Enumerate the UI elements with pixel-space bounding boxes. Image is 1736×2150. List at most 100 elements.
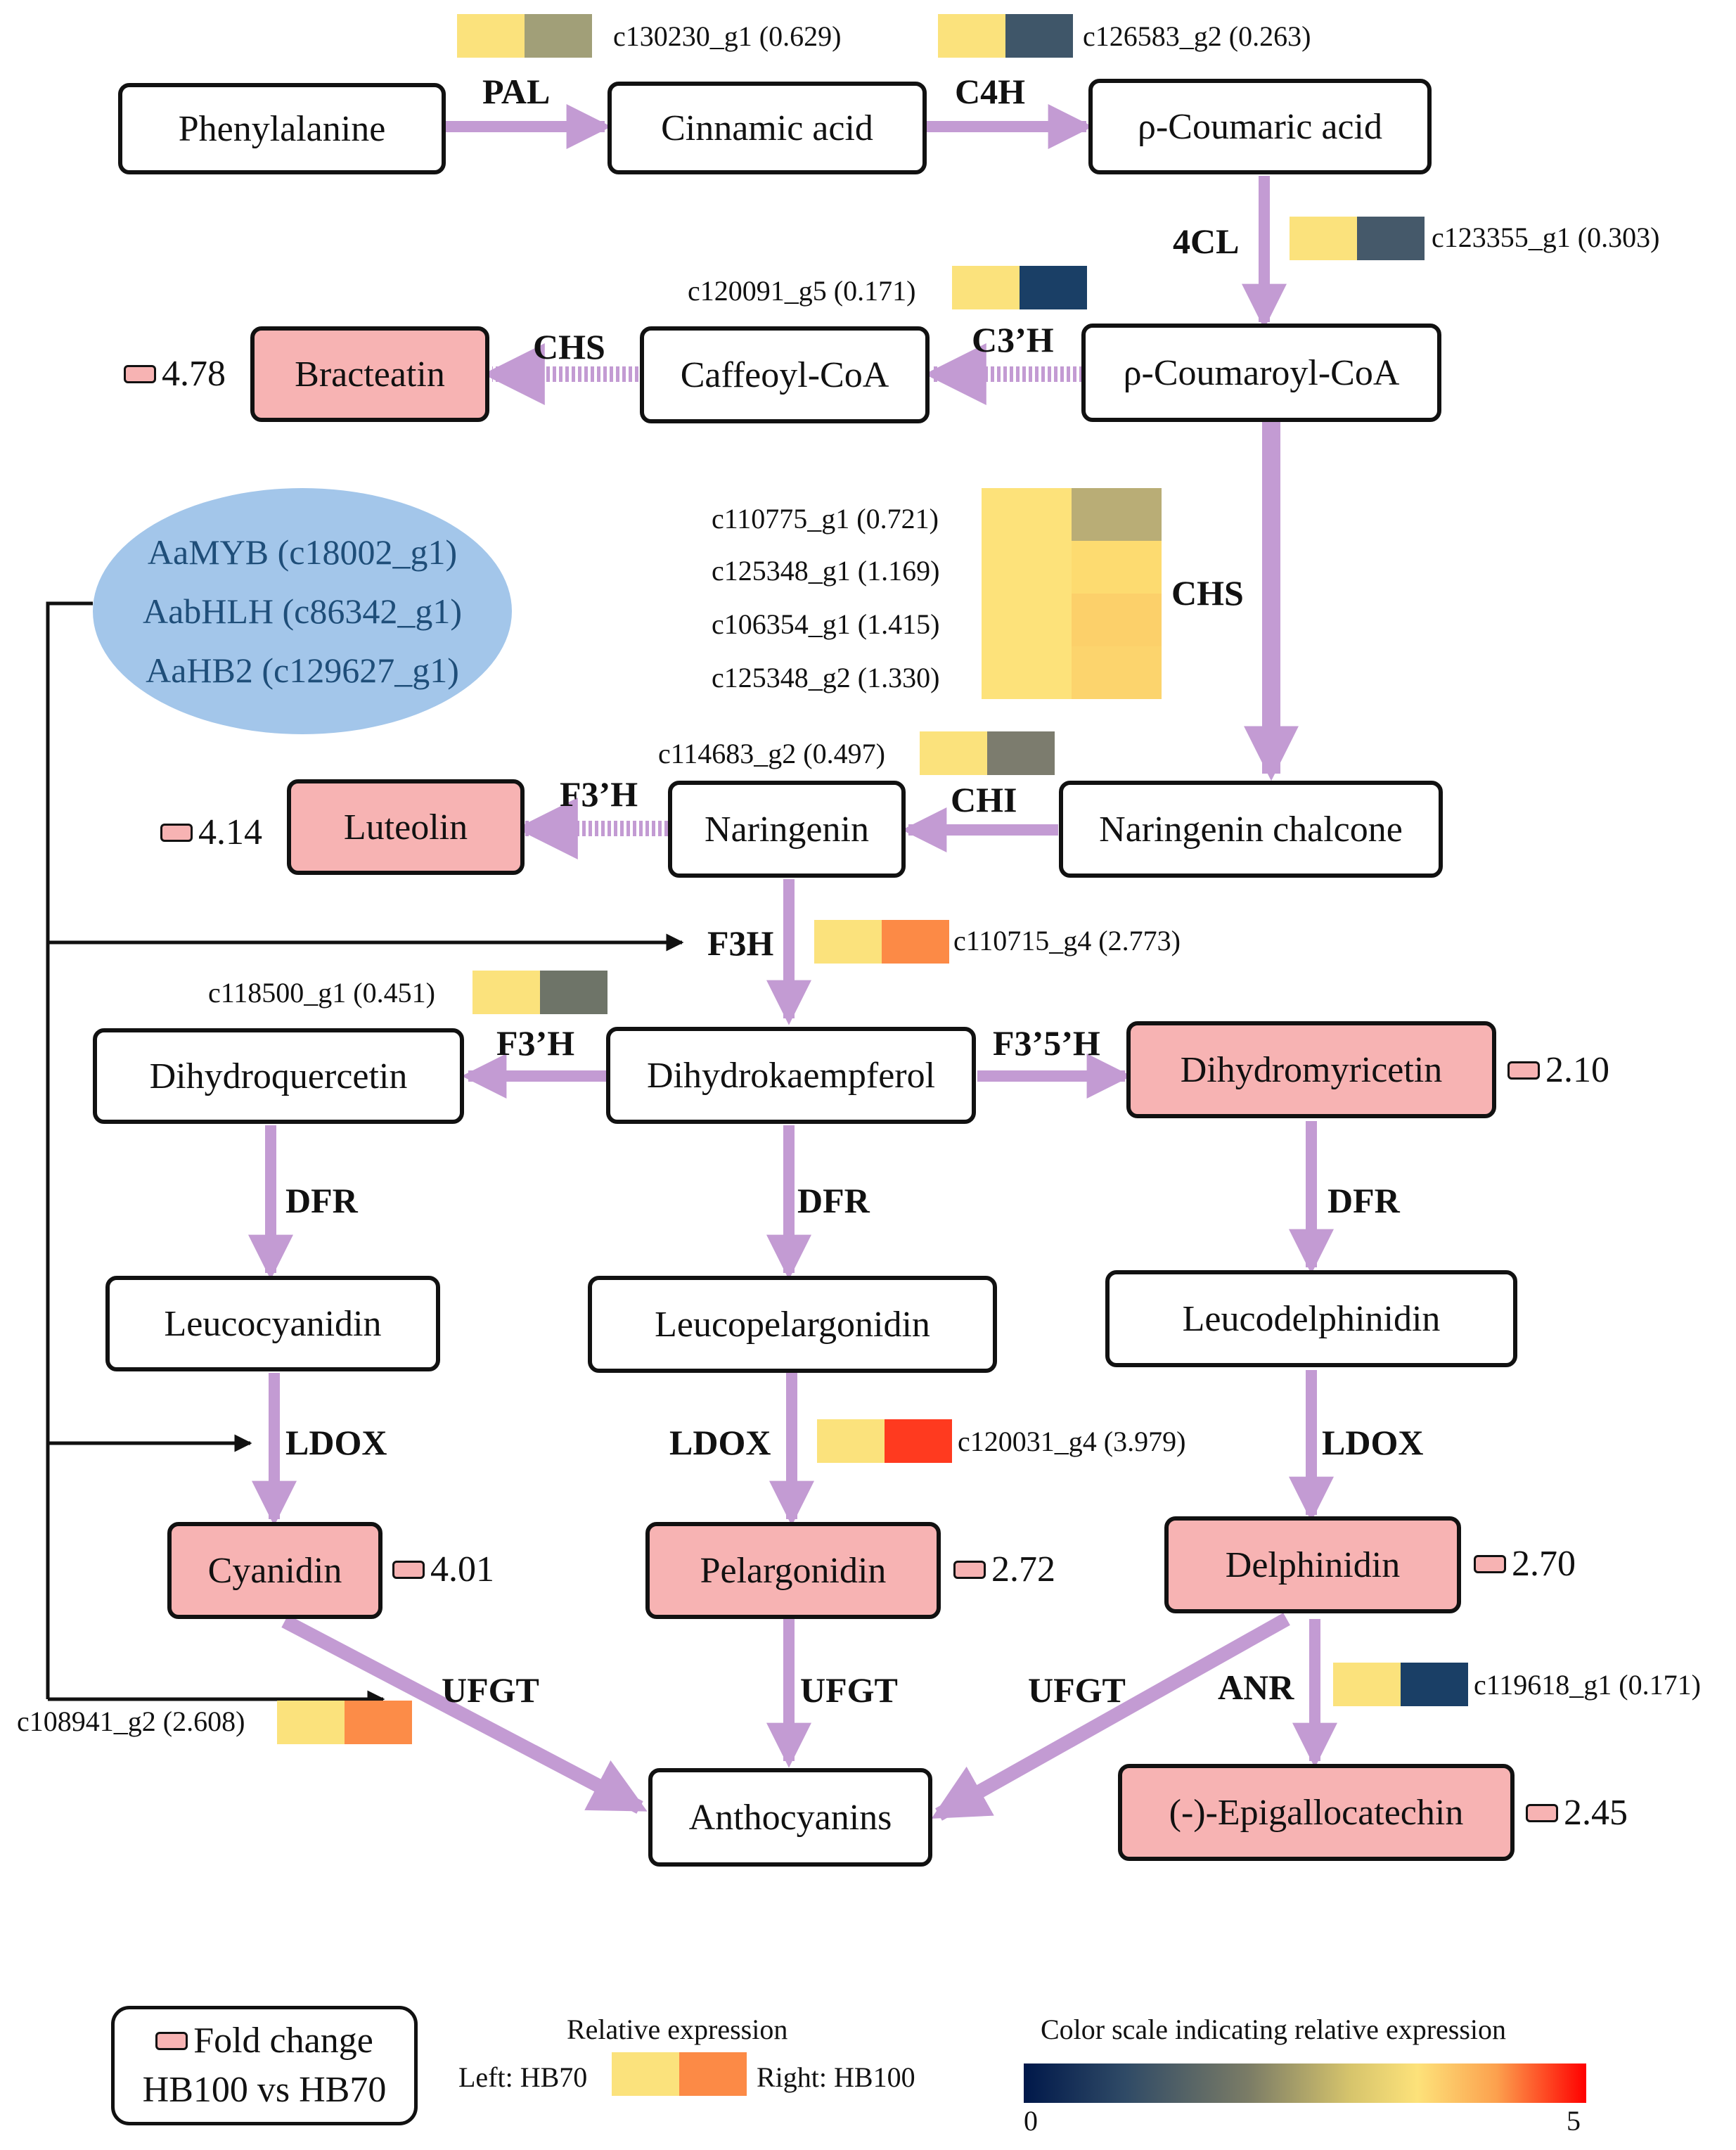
- heat-cell-left: [1333, 1663, 1401, 1706]
- enzyme-dfr-right: DFR: [1327, 1181, 1400, 1220]
- node-leucodelphinidin: Leucodelphinidin: [1105, 1270, 1517, 1367]
- enzyme-chs-main: CHS: [1171, 573, 1244, 613]
- fold-change-legend-title: Fold change: [155, 2016, 373, 2066]
- fold-change-chip: [953, 1561, 986, 1579]
- gene-label-f3h: c110715_g4 (2.773): [953, 925, 1181, 956]
- heat-cell: [1072, 594, 1162, 646]
- heat-cell-left: [457, 14, 525, 58]
- heat-cell-right: [679, 2052, 747, 2096]
- tf-bhlh: AabHLH (c86342_g1): [142, 591, 463, 631]
- fold-change-pelargonidin: 2.72: [953, 1551, 1055, 1588]
- node-phenylalanine: Phenylalanine: [118, 83, 446, 174]
- node-naringenin-chalcone: Naringenin chalcone: [1059, 781, 1443, 878]
- fold-change-chip: [124, 365, 156, 383]
- heat-cell-right: [1357, 217, 1425, 260]
- heat-cell: [982, 541, 1072, 594]
- enzyme-f35h: F3’5’H: [993, 1023, 1100, 1063]
- enzyme-chs-bracteatin: CHS: [533, 327, 605, 366]
- enzyme-ldox-left: LDOX: [285, 1423, 387, 1462]
- fold-change-legend-subtitle: HB100 vs HB70: [142, 2070, 387, 2110]
- heat-cell-right: [1401, 1663, 1468, 1706]
- enzyme-ufgt-mid: UFGT: [800, 1670, 898, 1710]
- heatmap-ufgt: [277, 1701, 412, 1744]
- fold-change-chip: [155, 2032, 188, 2050]
- enzyme-ldox-right: LDOX: [1322, 1423, 1424, 1462]
- heatmap-ldox: [817, 1419, 952, 1463]
- heat-cell: [982, 646, 1072, 699]
- fold-change-luteolin: 4.14: [160, 814, 262, 851]
- gene-label-chs-4: c125348_g2 (1.330): [712, 662, 940, 693]
- node-p-coumaroyl-coa: ρ-Coumaroyl-CoA: [1081, 324, 1441, 422]
- heat-cell-left: [1290, 217, 1357, 260]
- arrow-ufgt-right: [931, 1613, 1290, 1821]
- fold-change-cyanidin: 4.01: [392, 1551, 494, 1588]
- enzyme-f3h-dihydroquercetin: F3’H: [496, 1023, 575, 1063]
- node-naringenin: Naringenin: [668, 781, 906, 878]
- enzyme-f3h: F3H: [707, 923, 774, 963]
- color-scale-max: 5: [1567, 2105, 1581, 2137]
- fold-change-chip: [1474, 1555, 1506, 1573]
- heat-cell: [1072, 646, 1162, 699]
- fold-change-legend-text: Fold change: [193, 2021, 373, 2061]
- heatmap-chi: [920, 731, 1055, 775]
- heat-cell-left: [952, 266, 1020, 309]
- enzyme-dfr-left: DFR: [285, 1181, 358, 1220]
- node-epigallocatechin: (-)-Epigallocatechin: [1118, 1764, 1515, 1861]
- heat-cell-right: [540, 971, 607, 1014]
- fold-change-chip: [1507, 1061, 1540, 1080]
- heat-cell-left: [472, 971, 540, 1014]
- heat-cell-right: [1005, 14, 1073, 58]
- gene-label-c4h: c126583_g2 (0.263): [1083, 20, 1311, 52]
- color-scale-min: 0: [1024, 2105, 1038, 2137]
- transcription-factors: AaMYB (c18002_g1) AabHLH (c86342_g1) AaH…: [93, 488, 512, 734]
- enzyme-anr: ANR: [1218, 1668, 1294, 1707]
- fold-change-dihydromyricetin: 2.10: [1507, 1052, 1609, 1089]
- heat-cell: [1072, 541, 1162, 594]
- enzyme-dfr-mid: DFR: [797, 1181, 870, 1220]
- gene-label-ufgt: c108941_g2 (2.608): [17, 1706, 245, 1737]
- fold-change-value: 2.70: [1512, 1544, 1576, 1584]
- heatmap-pal: [457, 14, 592, 58]
- heat-cell-right: [987, 731, 1055, 775]
- node-cyanidin: Cyanidin: [167, 1522, 382, 1619]
- fold-change-value: 4.14: [198, 812, 262, 852]
- heat-cell-left: [612, 2052, 679, 2096]
- node-pelargonidin: Pelargonidin: [645, 1522, 941, 1619]
- arrow-ufgt-left: [281, 1615, 648, 1814]
- fold-change-legend: Fold change HB100 vs HB70: [111, 2006, 418, 2125]
- fold-change-value: 2.45: [1564, 1793, 1628, 1833]
- fold-change-epigallocatechin: 2.45: [1526, 1795, 1628, 1831]
- gene-label-chs-3: c106354_g1 (1.415): [712, 608, 940, 640]
- heatmap-c4h: [938, 14, 1073, 58]
- heat-cell-right: [882, 920, 949, 964]
- heat-cell-right: [525, 14, 592, 58]
- fold-change-value: 2.72: [991, 1549, 1055, 1589]
- enzyme-ufgt-right: UFGT: [1028, 1670, 1126, 1710]
- heatmap-c3h: [952, 266, 1087, 309]
- gene-label-pal: c130230_g1 (0.629): [613, 20, 842, 52]
- enzyme-ufgt-left: UFGT: [442, 1670, 539, 1710]
- node-bracteatin: Bracteatin: [250, 326, 489, 422]
- fold-change-value: 2.10: [1545, 1050, 1609, 1090]
- heatmap-anr: [1333, 1663, 1468, 1706]
- enzyme-ldox-mid: LDOX: [669, 1423, 771, 1462]
- heat-cell: [982, 488, 1072, 541]
- heatmap-f3h-dq: [472, 971, 607, 1014]
- enzyme-4cl: 4CL: [1173, 222, 1240, 261]
- tf-hb2: AaHB2 (c129627_g1): [146, 651, 459, 690]
- heat-cell-left: [817, 1419, 885, 1463]
- relative-expression-right-label: Right: HB100: [757, 2061, 915, 2093]
- node-caffeoyl-coa: Caffeoyl-CoA: [640, 326, 930, 423]
- node-dihydromyricetin: Dihydromyricetin: [1126, 1021, 1496, 1118]
- gene-label-ldox: c120031_g4 (3.979): [958, 1426, 1186, 1457]
- enzyme-pal: PAL: [482, 72, 551, 111]
- node-leucocyanidin: Leucocyanidin: [105, 1276, 440, 1371]
- node-dihydrokaempferol: Dihydrokaempferol: [606, 1027, 976, 1124]
- gene-label-4cl: c123355_g1 (0.303): [1432, 222, 1660, 253]
- node-delphinidin: Delphinidin: [1164, 1516, 1461, 1613]
- relative-expression-left-label: Left: HB70: [458, 2061, 588, 2093]
- heatmap-4cl: [1290, 217, 1425, 260]
- heat-cell-left: [814, 920, 882, 964]
- gene-label-chs-2: c125348_g1 (1.169): [712, 555, 940, 587]
